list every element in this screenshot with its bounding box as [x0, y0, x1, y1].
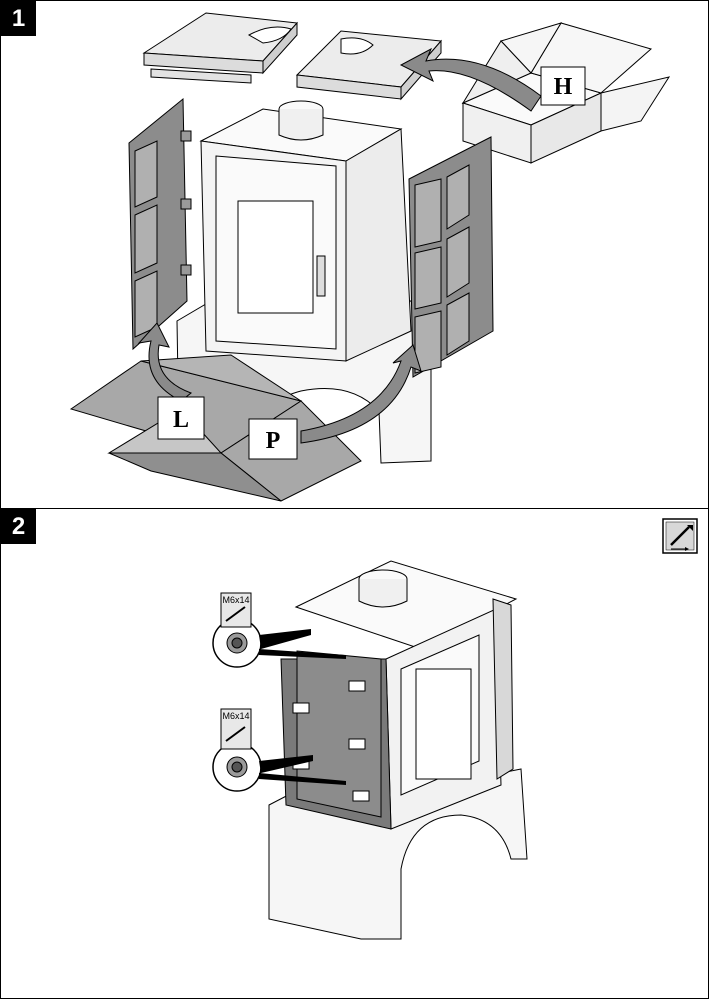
- wrench-tool-icon: [662, 518, 698, 554]
- step-2-panel: M6x14 M6x14 2: [1, 509, 708, 998]
- top-cover-right: [295, 30, 443, 101]
- left-side-panel: [128, 97, 192, 351]
- step-1-panel: H L P 1: [1, 1, 708, 509]
- label-h-box: H: [540, 66, 586, 106]
- screw-spec-top: M6x14: [222, 595, 249, 605]
- step-1-illustration: H L P: [69, 12, 671, 502]
- callout-top: M6x14: [212, 592, 346, 668]
- callout-bottom: M6x14: [212, 708, 346, 792]
- arrow-p: [300, 344, 422, 444]
- step-number-badge: 2: [1, 509, 36, 544]
- arrow-l: [137, 322, 193, 402]
- step-2-illustration: M6x14 M6x14: [212, 518, 698, 940]
- screw-spec-bottom: M6x14: [222, 711, 249, 721]
- arrow-h: [399, 47, 542, 112]
- label-l-box: L: [157, 396, 205, 440]
- label-l: L: [173, 407, 189, 433]
- right-side-panel: [408, 136, 494, 378]
- top-cover-left: [142, 12, 299, 84]
- stove-body: [280, 560, 518, 830]
- label-p: P: [266, 428, 281, 454]
- label-p-box: P: [248, 418, 298, 460]
- step-number-badge: 1: [1, 1, 36, 36]
- brackets: [292, 680, 370, 802]
- label-h: H: [554, 74, 573, 100]
